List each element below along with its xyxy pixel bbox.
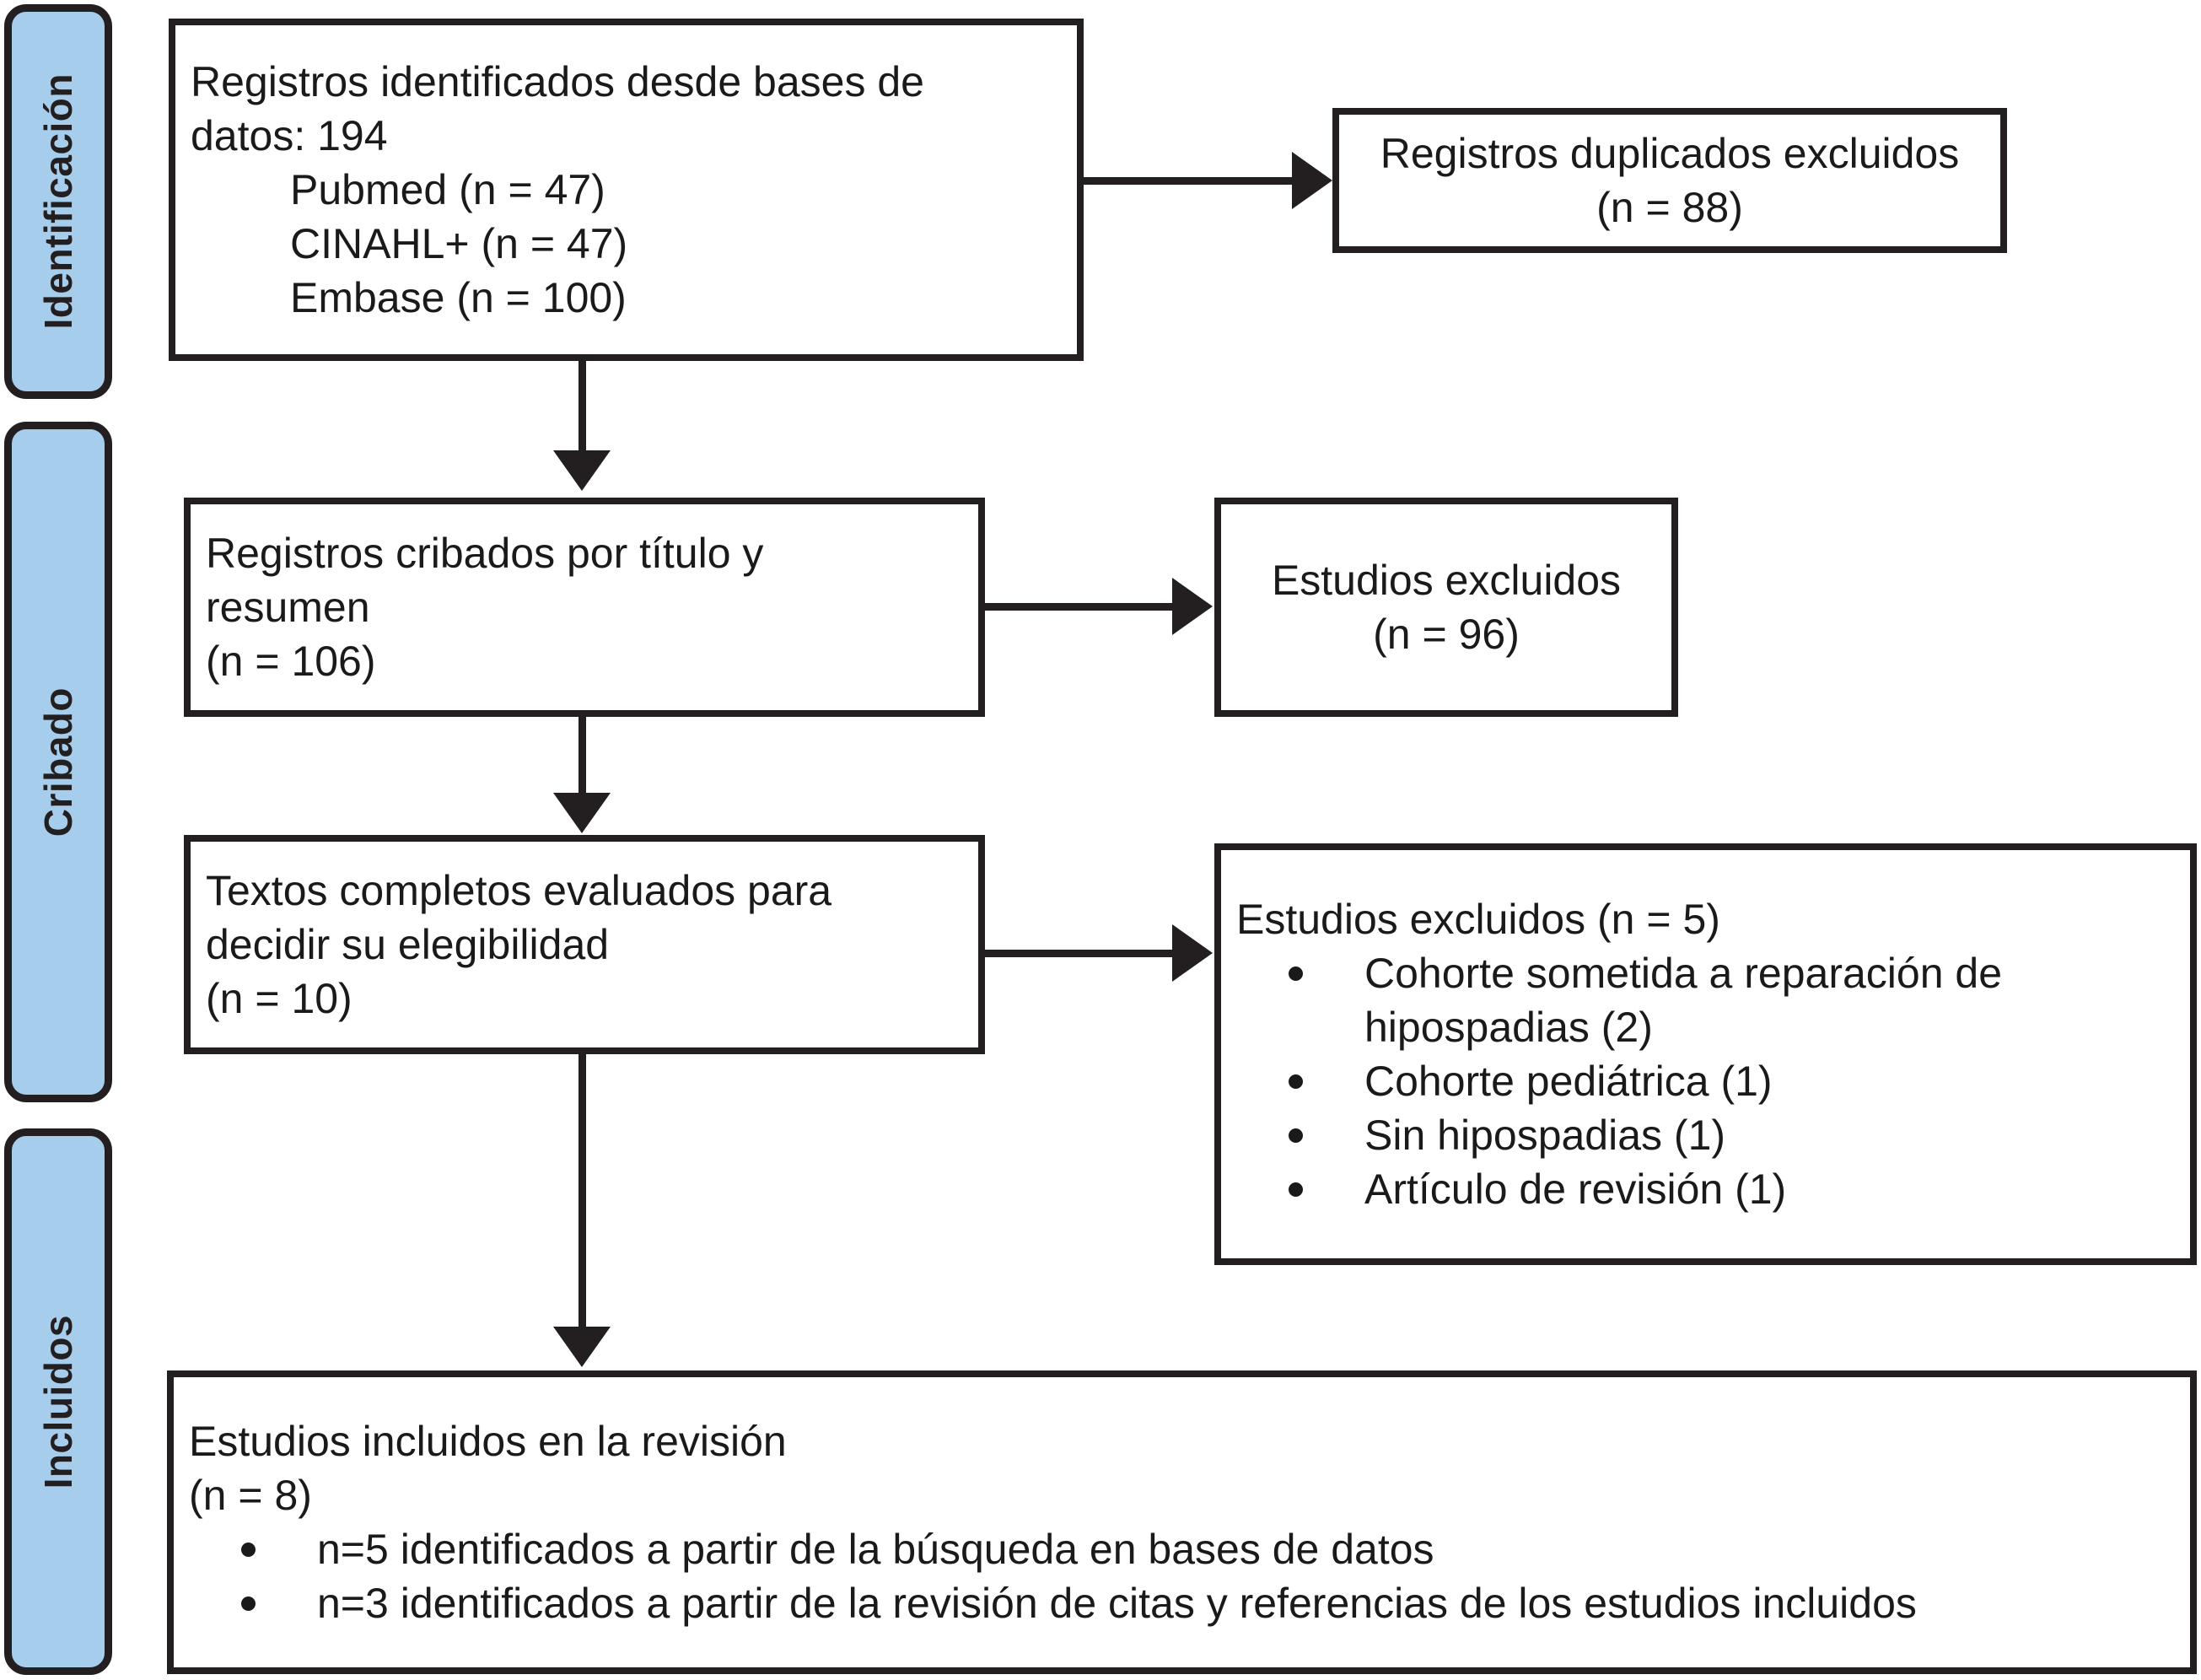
- stage-bar-identificacion: Identificación: [4, 4, 112, 399]
- records-identified-line-2: datos: 194: [191, 112, 388, 159]
- connector-identified-to-duplicates: [1078, 177, 1295, 185]
- fulltext-assessed-line-2: decidir su elegibilidad: [206, 921, 610, 968]
- records-screened-line-3: (n = 106): [206, 638, 376, 685]
- studies-included-source-2: n=3 identificados a partir de la revisió…: [317, 1580, 1917, 1627]
- studies-included-line-1: Estudios incluidos en la revisión: [189, 1418, 787, 1465]
- list-item: Artículo de revisión (1): [1236, 1162, 2002, 1216]
- stage-bar-cribado: Cribado: [4, 422, 112, 1102]
- fulltext-excluded-reason-3: Sin hipospadias (1): [1364, 1112, 1726, 1159]
- bullet-icon: [1289, 1128, 1303, 1143]
- bullet-icon: [1289, 1074, 1303, 1089]
- records-excluded-line-1: Estudios excluidos: [1271, 557, 1622, 604]
- stage-label-identificacion: Identificación: [36, 73, 80, 330]
- list-item: n=5 identificados a partir de la búsqued…: [189, 1522, 1917, 1576]
- bullet-icon: [1289, 966, 1303, 981]
- records-screened-line-1: Registros cribados por título y: [206, 530, 764, 577]
- box-fulltext-excluded: Estudios excluidos (n = 5) Cohorte somet…: [1214, 843, 2197, 1265]
- box-fulltext-assessed: Textos completos evaluados para decidir …: [184, 835, 985, 1054]
- arrowhead-screened-to-excluded: [1172, 578, 1213, 635]
- records-screened-line-2: resumen: [206, 584, 370, 631]
- studies-included-source-list: n=5 identificados a partir de la búsqued…: [189, 1522, 1917, 1630]
- connector-fulltext-to-excluded: [980, 950, 1174, 957]
- records-excluded-line-2: (n = 96): [1373, 611, 1520, 658]
- list-item: n=3 identificados a partir de la revisió…: [189, 1576, 1917, 1630]
- bullet-icon: [241, 1542, 256, 1557]
- box-records-excluded: Estudios excluidos (n = 96): [1214, 498, 1678, 717]
- fulltext-excluded-reason-1-line-1: Cohorte sometida a reparación de: [1364, 950, 2003, 997]
- records-identified-source-embase: Embase (n = 100): [290, 274, 627, 321]
- duplicates-removed-line-1: Registros duplicados excluidos: [1380, 130, 1960, 177]
- studies-included-line-2: (n = 8): [189, 1472, 312, 1519]
- fulltext-excluded-reason-list: Cohorte sometida a reparación de hipospa…: [1236, 946, 2002, 1216]
- fulltext-excluded-reason-4: Artículo de revisión (1): [1364, 1166, 1787, 1213]
- connector-screened-to-excluded: [980, 603, 1174, 611]
- connector-fulltext-to-included: [579, 1054, 586, 1328]
- box-records-identified: Registros identificados desde bases de d…: [169, 19, 1084, 361]
- box-studies-included: Estudios incluidos en la revisión (n = 8…: [167, 1370, 2197, 1674]
- list-item: Sin hipospadias (1): [1236, 1108, 2002, 1162]
- connector-screened-to-fulltext: [579, 717, 586, 794]
- arrowhead-fulltext-to-included: [553, 1327, 611, 1367]
- list-item: Cohorte pediátrica (1): [1236, 1054, 2002, 1108]
- arrowhead-identified-to-screened: [553, 450, 611, 491]
- fulltext-assessed-line-1: Textos completos evaluados para: [206, 867, 832, 914]
- arrowhead-fulltext-to-excluded: [1172, 924, 1213, 982]
- fulltext-assessed-line-3: (n = 10): [206, 975, 352, 1022]
- duplicates-removed-line-2: (n = 88): [1596, 184, 1743, 231]
- studies-included-source-1: n=5 identificados a partir de la búsqued…: [317, 1526, 1434, 1573]
- arrowhead-screened-to-fulltext: [553, 793, 611, 833]
- list-item: Cohorte sometida a reparación de hipospa…: [1236, 946, 2002, 1054]
- stage-label-incluidos: Incluidos: [36, 1314, 80, 1489]
- records-identified-source-pubmed: Pubmed (n = 47): [290, 166, 605, 213]
- fulltext-excluded-reason-2: Cohorte pediátrica (1): [1364, 1058, 1773, 1105]
- bullet-icon: [241, 1596, 256, 1611]
- stage-bar-incluidos: Incluidos: [4, 1128, 112, 1675]
- fulltext-excluded-reason-1-line-2: hipospadias (2): [1364, 1004, 1653, 1051]
- fulltext-excluded-heading: Estudios excluidos (n = 5): [1236, 896, 1720, 943]
- records-identified-line-1: Registros identificados desde bases de: [191, 58, 924, 105]
- arrowhead-identified-to-duplicates: [1292, 152, 1332, 209]
- bullet-icon: [1289, 1182, 1303, 1197]
- box-duplicates-removed: Registros duplicados excluidos (n = 88): [1332, 108, 2007, 253]
- connector-identified-to-screened: [579, 361, 586, 452]
- box-records-screened: Registros cribados por título y resumen …: [184, 498, 985, 717]
- stage-label-cribado: Cribado: [36, 687, 80, 837]
- records-identified-source-cinahl: CINAHL+ (n = 47): [290, 220, 628, 267]
